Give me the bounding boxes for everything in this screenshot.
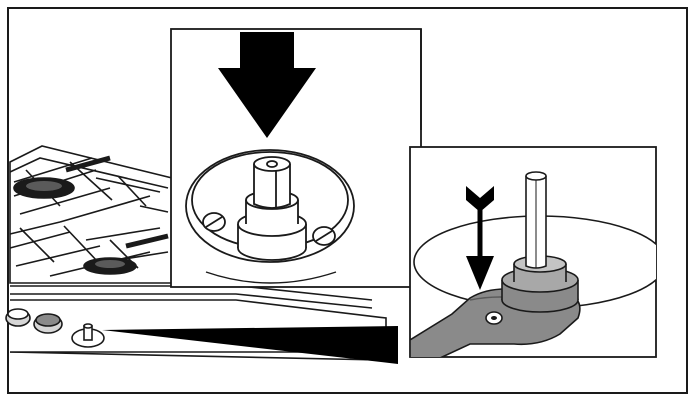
screw-icon: [485, 311, 503, 325]
down-arrow-icon: [218, 32, 316, 138]
hob-front-edge: [10, 285, 373, 301]
spindle-shaft: [253, 164, 291, 209]
detail-leader-wedge: [102, 326, 398, 364]
control-knobs: [5, 308, 105, 348]
screw-icon-left: [202, 212, 226, 232]
screw-icon-right: [312, 226, 336, 246]
double-headed-arrow-icon: [466, 186, 494, 290]
detail-lift-spindle: [409, 146, 657, 358]
detail-push-down: [170, 28, 422, 288]
outer-frame: [7, 7, 688, 394]
